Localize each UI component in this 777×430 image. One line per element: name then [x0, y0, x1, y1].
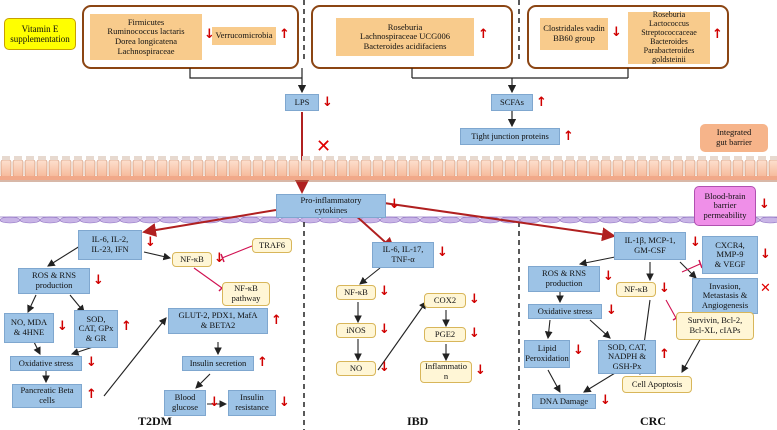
down-arrow-icon: ↓ — [214, 251, 225, 266]
bacteria-group-1: Firmicutes Ruminococcus lactaris Dorea l… — [90, 14, 202, 60]
membrane-band — [0, 216, 777, 224]
down-arrow-icon: ↓ — [611, 25, 622, 40]
crc-nfkb-box: NF-κB — [616, 282, 656, 297]
down-arrow-icon: ↓ — [690, 235, 701, 250]
down-arrow-icon: ↓ — [659, 281, 670, 296]
up-arrow-icon: ↑ — [712, 27, 723, 42]
down-arrow-icon: ↓ — [322, 95, 333, 110]
glut-box: GLUT-2, PDX1, MafA & BETA2 — [168, 308, 268, 334]
t2dm-ros-box: ROS & RNS production — [18, 268, 90, 294]
crc-label: CRC — [640, 414, 666, 428]
bbb-box: Blood-brain barrier permeability — [694, 186, 756, 226]
tight-junction-box: Tight junction proteins — [460, 128, 560, 145]
down-arrow-icon: ↓ — [86, 355, 97, 370]
survivin-box: Survivin, Bcl-2, Bcl-XL, cIAPs — [676, 312, 754, 340]
pge2-box: PGE2 — [424, 327, 466, 342]
crc-cytokines-box: IL-1β, MCP-1, GM-CSF — [614, 232, 686, 260]
down-arrow-icon: ↓ — [204, 27, 215, 42]
lps-box: LPS — [285, 94, 319, 111]
up-arrow-icon: ↑ — [271, 313, 282, 328]
ibd-cytokines-box: IL-6, IL-17, TNF-α — [372, 242, 434, 268]
down-arrow-icon: ↓ — [573, 343, 584, 358]
invasion-box: Invasion, Metastasis & Angiogenesis — [692, 278, 758, 314]
down-arrow-icon: ↓ — [437, 245, 448, 260]
up-arrow-icon: ↑ — [257, 355, 268, 370]
gut-barrier-villi — [0, 156, 777, 178]
down-arrow-icon: ↓ — [389, 197, 400, 212]
down-arrow-icon: ↓ — [600, 393, 611, 408]
down-arrow-icon: ↓ — [469, 326, 480, 341]
dna-damage-box: DNA Damage — [532, 394, 596, 409]
cox2-box: COX2 — [424, 293, 466, 308]
crc-sod-box: SOD, CAT, NADPH & GSH-Px — [598, 340, 656, 374]
t2dm-cytokines-box: IL-6, IL-2, IL-23, IFN — [78, 230, 142, 260]
blocked-x-icon: ✕ — [316, 136, 331, 157]
inhibited-x-icon: ✕ — [760, 281, 771, 296]
down-arrow-icon: ↓ — [145, 235, 156, 250]
ibd-no-box: NO — [336, 361, 376, 376]
inflammation-box: Inflammatio n — [420, 361, 472, 383]
down-arrow-icon: ↓ — [606, 303, 617, 318]
gut-barrier-box: Integrated gut barrier — [700, 124, 768, 152]
pro-inflammatory-box: Pro-inflammatory cytokines — [276, 194, 386, 218]
down-arrow-icon: ↓ — [603, 269, 614, 284]
up-arrow-icon: ↑ — [659, 347, 670, 362]
lipid-peroxidation-box: Lipid Peroxidation — [524, 340, 570, 368]
scfas-box: SCFAs — [491, 94, 533, 111]
nfkb-pathway-box: NF-κB pathway — [222, 282, 270, 306]
vitamin-e-box: Vitamin E supplementation — [4, 18, 76, 50]
up-arrow-icon: ↑ — [563, 129, 574, 144]
beta-cells-box: Pancreatic Beta cells — [12, 384, 82, 408]
cxcr4-box: CXCR4, MMP-9 & VEGF — [702, 236, 758, 274]
up-arrow-icon: ↑ — [536, 95, 547, 110]
down-arrow-icon: ↓ — [379, 284, 390, 299]
down-arrow-icon: ↓ — [379, 360, 390, 375]
down-arrow-icon: ↓ — [379, 322, 390, 337]
down-arrow-icon: ↓ — [469, 292, 480, 307]
no-mda-box: NO, MDA & 4HNE — [4, 313, 54, 343]
insulin-resistance-box: Insulin resistance — [228, 390, 276, 416]
t2dm-sod-box: SOD, CAT, GPx & GR — [74, 310, 118, 348]
up-arrow-icon: ↑ — [121, 319, 132, 334]
bacteria-group-3: Roseburia Lachnospiraceae UCG006 Bactero… — [336, 18, 474, 56]
t2dm-nfkb-box: NF-κB — [172, 252, 212, 267]
bacteria-group-2: Verrucomicrobia — [212, 27, 276, 45]
inos-box: iNOS — [336, 323, 376, 338]
bacteria-group-4: Clostridales vadin BB60 group — [540, 18, 608, 50]
t2dm-oxidative-box: Oxidative stress — [10, 356, 82, 371]
crc-ros-box: ROS & RNS production — [528, 266, 600, 292]
traf6-box: TRAF6 — [252, 238, 292, 253]
t2dm-label: T2DM — [138, 414, 172, 428]
insulin-secretion-box: Insulin secretion — [182, 356, 254, 371]
down-arrow-icon: ↓ — [759, 197, 770, 212]
down-arrow-icon: ↓ — [475, 363, 486, 378]
up-arrow-icon: ↑ — [279, 27, 290, 42]
blood-glucose-box: Blood glucose — [164, 390, 206, 416]
down-arrow-icon: ↓ — [209, 395, 220, 410]
down-arrow-icon: ↓ — [93, 273, 104, 288]
crc-oxidative-box: Oxidative stress — [528, 304, 602, 319]
down-arrow-icon: ↓ — [760, 247, 771, 262]
up-arrow-icon: ↑ — [478, 27, 489, 42]
ibd-nfkb-box: NF-κB — [336, 285, 376, 300]
apoptosis-box: Cell Apoptosis — [622, 376, 692, 393]
down-arrow-icon: ↓ — [279, 395, 290, 410]
bacteria-group-5: Roseburia Lactococcus Streptococcaceae B… — [628, 10, 710, 64]
up-arrow-icon: ↑ — [86, 387, 97, 402]
down-arrow-icon: ↓ — [57, 319, 68, 334]
ibd-label: IBD — [407, 414, 429, 428]
